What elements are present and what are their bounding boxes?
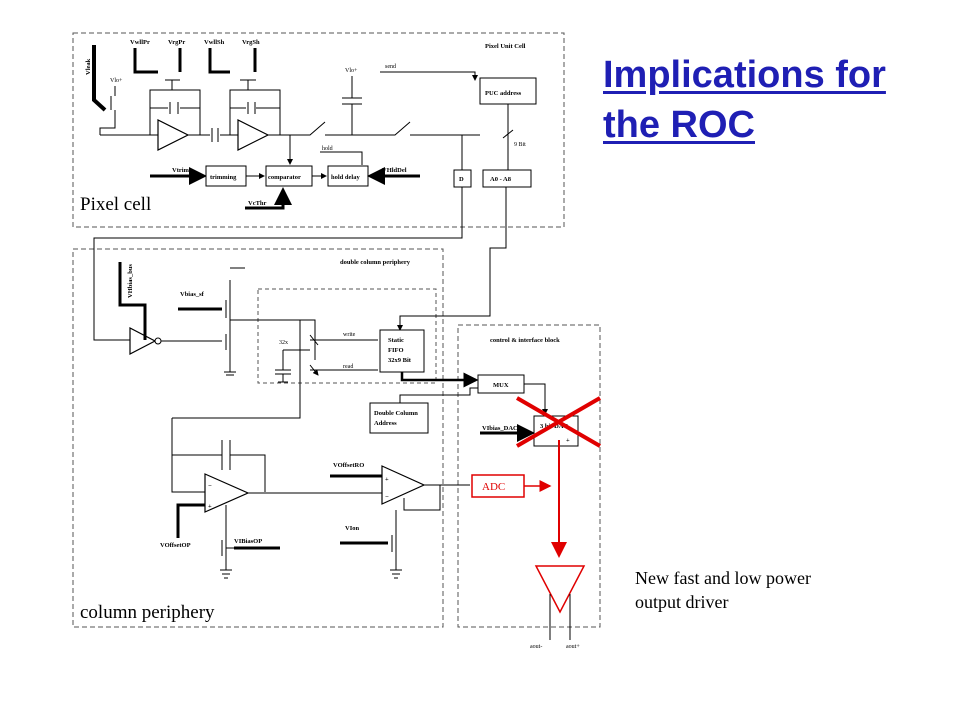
dca-label-1: Double Column: [374, 410, 418, 417]
vdd-cap: [342, 76, 362, 135]
hold-label: hold: [322, 146, 333, 152]
output-driver-note-line1: New fast and low power: [635, 568, 811, 588]
vwllsh-wire: [208, 48, 230, 74]
d-to-periphery: [93, 187, 463, 341]
fifo-to-mux: [400, 372, 479, 388]
static-fifo-box: [379, 329, 425, 373]
inverter-triangle: [129, 327, 157, 355]
write-label: write: [343, 332, 356, 338]
vhbias-bus-label: VHbias_bus: [127, 264, 134, 298]
pixel-cell-region: [72, 32, 565, 228]
send-wire: [380, 71, 478, 81]
puc-address-box: [479, 77, 537, 105]
vbias-sf-label: Vbias_sf: [180, 291, 205, 298]
cap32-symbol: [275, 349, 310, 383]
vwllsh-label: VwllSh: [204, 39, 225, 46]
write-read-wires: [309, 334, 378, 375]
column-periphery-region: [72, 248, 444, 628]
voffsetop-label: VOffsetOP: [160, 542, 191, 549]
preamp-triangle: [157, 119, 190, 151]
buffer-feedback: [171, 320, 301, 493]
vdd-a-label: Vlo+: [110, 78, 123, 84]
a0a8-label: A0 - A8: [490, 176, 512, 183]
vleak-wire: [92, 45, 107, 112]
column-periphery-label: column periphery: [80, 602, 215, 623]
voffsetop-wire: [176, 503, 205, 538]
shaper-feedback: [229, 79, 281, 135]
address-to-fifo: [397, 187, 507, 331]
aout-plus-label: aout+: [566, 644, 580, 650]
vibias-dac-label: VIbias_DAC: [482, 425, 518, 432]
vdd-b-label: Vlo+: [345, 68, 358, 74]
double-column-periphery-label: double column periphery: [340, 259, 411, 266]
vleak-label: Vleak: [85, 58, 92, 75]
mux-to-dac: [524, 383, 548, 415]
output-driver-triangle: [534, 565, 586, 614]
mux-label: MUX: [493, 382, 509, 389]
slide-title-line2: the ROC: [603, 104, 755, 146]
vion-label: VIon: [345, 525, 359, 532]
vrgsh-label: VrgSh: [242, 39, 260, 46]
pixel-unit-cell-label: Pixel Unit Cell: [485, 43, 526, 50]
readout-amp-triangle: [381, 465, 426, 505]
voffsetro-label: VOffsetRO: [333, 462, 364, 469]
red-cross-mark: [515, 396, 602, 448]
send-label: send: [385, 64, 396, 70]
vcthr-wire: [245, 187, 292, 210]
dca-to-mux: [399, 387, 478, 403]
shaper-out: [268, 121, 480, 160]
adc-label: ADC: [482, 481, 505, 493]
dca-label-2: Address: [374, 420, 397, 427]
vwllpr-label: VwllPr: [130, 39, 150, 46]
slide-title: Implications for the ROC: [603, 50, 943, 150]
puc-bus: [502, 104, 514, 170]
comparator-label: comparator: [268, 174, 301, 181]
a0a8-box: [482, 169, 532, 188]
readout-out: [403, 484, 470, 511]
vibiasop-label: VIBiasOP: [234, 538, 262, 545]
readout-plus: +: [385, 476, 389, 483]
vhbias-wire: [118, 262, 147, 340]
op-bias-transistor: [220, 505, 262, 579]
hold-delay-label: hold delay: [331, 174, 360, 181]
output-driver-note: New fast and low power output driver: [635, 566, 905, 614]
trimming-label: trimming: [210, 174, 237, 181]
read-label: read: [343, 364, 353, 370]
static-fifo-label-3: 32x9 Bit: [388, 357, 412, 364]
inverter-bubble: [154, 337, 162, 345]
preamp-wires: [100, 128, 238, 142]
control-interface-label: control & interface block: [490, 337, 560, 344]
aout-wires: [549, 594, 571, 640]
cap32-label: 32x: [279, 340, 288, 346]
slide-title-line1: Implications for: [603, 54, 886, 96]
aout-minus-label: aout-: [530, 644, 542, 650]
readout-minus: −: [385, 494, 389, 501]
vwllpr-wire: [133, 48, 158, 74]
static-fifo-label-2: FIFO: [388, 347, 404, 354]
vhlddel-label: VHldDel: [382, 167, 407, 174]
d-label: D: [459, 176, 464, 183]
bits9-label: 9 Bit: [514, 142, 526, 148]
vrgpr-label: VrgPr: [168, 39, 185, 46]
op-amp-triangle: [204, 473, 250, 513]
double-column-address-box: [369, 402, 429, 434]
preamp-feedback: [149, 79, 201, 135]
vcthr-label: VcThr: [248, 200, 267, 207]
dac-plus-sign: +: [566, 437, 570, 444]
vtrim-label: Vtrim: [172, 167, 190, 174]
op-amp-minus: −: [208, 483, 212, 490]
control-interface-region: [457, 324, 601, 628]
shaper-triangle: [237, 119, 270, 151]
pixel-cell-label: Pixel cell: [80, 194, 152, 215]
hold-wire: [320, 151, 363, 165]
data-buffer-region: [257, 288, 437, 384]
static-fifo-label-1: Static: [388, 337, 404, 344]
output-driver-note-line2: output driver: [635, 592, 729, 612]
op-amp-plus: +: [208, 503, 212, 510]
sf-transistors: [161, 267, 316, 376]
leak-transistor: [99, 86, 116, 135]
readout-bias-transistor: [390, 510, 402, 579]
puc-address-label: PUC address: [485, 90, 522, 97]
